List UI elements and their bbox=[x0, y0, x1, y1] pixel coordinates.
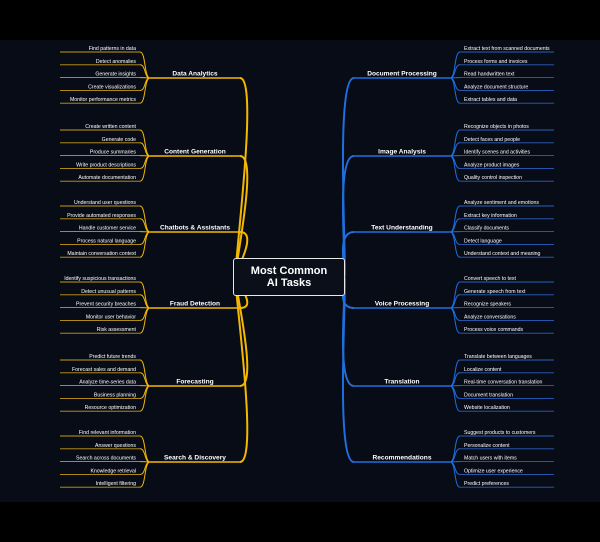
chatbots-and-assistants-leaf-label: Provide automated responses bbox=[67, 213, 136, 219]
translation-leaf-label: Localize content bbox=[464, 367, 502, 373]
translation-branch-label: Translation bbox=[384, 379, 419, 386]
content-generation-leaf-label: Produce summaries bbox=[90, 150, 137, 156]
recommendations-leaf-label: Match users with items bbox=[464, 456, 517, 462]
document-processing-leaf-label: Read handwritten text bbox=[464, 72, 515, 78]
chatbots-and-assistants-leaf-label: Handle customer service bbox=[79, 226, 136, 232]
fraud-detection-leaf-label: Prevent security breaches bbox=[76, 302, 136, 308]
forecasting-leaf-label: Analyze time-series data bbox=[79, 380, 136, 386]
search-and-discovery-branch-line bbox=[234, 276, 249, 463]
recommendations-leaf-connector bbox=[449, 461, 461, 488]
translation-leaf-connector bbox=[449, 385, 461, 412]
document-processing-leaf-label: Analyze document structure bbox=[464, 84, 528, 90]
document-processing-leaf-label: Extract tables and data bbox=[464, 97, 517, 103]
recommendations-leaf-label: Optimize user experience bbox=[464, 468, 523, 474]
search-and-discovery-leaf-connector bbox=[139, 461, 151, 488]
text-understanding-leaf-label: Extract key information bbox=[464, 213, 517, 219]
translation-leaf-label: Website localization bbox=[464, 405, 510, 411]
image-analysis-leaf-label: Analyze product images bbox=[464, 162, 520, 168]
voice-processing-leaf-connector bbox=[449, 307, 461, 334]
voice-processing-leaf-label: Recognize speakers bbox=[464, 302, 511, 308]
text-understanding-leaf-label: Understand context and meaning bbox=[464, 251, 541, 257]
forecasting-leaf-connector bbox=[139, 385, 151, 412]
center-node: Most Common AI Tasks bbox=[233, 258, 345, 296]
document-processing-leaf-connector bbox=[449, 77, 461, 104]
search-and-discovery-leaf-label: Find relevant information bbox=[79, 430, 136, 436]
image-analysis-leaf-label: Detect faces and people bbox=[464, 137, 520, 143]
forecasting-leaf-label: Resource optimization bbox=[85, 405, 136, 411]
document-processing-leaf-label: Process forms and invoices bbox=[464, 59, 528, 65]
text-understanding-leaf-label: Classify documents bbox=[464, 226, 509, 232]
data-analytics-leaf-label: Find patterns in data bbox=[89, 46, 136, 52]
image-analysis-leaf-label: Quality control inspection bbox=[464, 175, 522, 181]
text-understanding-leaf-label: Analyze sentiment and emotions bbox=[464, 200, 539, 206]
data-analytics-leaf-label: Generate insights bbox=[95, 72, 136, 78]
forecasting-branch-label: Forecasting bbox=[176, 379, 213, 386]
fraud-detection-leaf-label: Identify suspicious transactions bbox=[64, 276, 136, 282]
fraud-detection-branch-label: Fraud Detection bbox=[170, 301, 220, 308]
voice-processing-leaf-label: Process voice commands bbox=[464, 327, 524, 333]
image-analysis-branch-label: Image Analysis bbox=[378, 149, 426, 156]
image-analysis-leaf-label: Recognize objects in photos bbox=[464, 124, 529, 130]
data-analytics-branch-label: Data Analytics bbox=[172, 71, 218, 78]
center-title: Most Common AI Tasks bbox=[250, 265, 328, 289]
fraud-detection-leaf-label: Monitor user behavior bbox=[86, 314, 136, 320]
recommendations-leaf-label: Personalize content bbox=[464, 443, 510, 449]
search-and-discovery-leaf-label: Answer questions bbox=[95, 443, 136, 449]
translation-leaf-label: Document translation bbox=[464, 392, 513, 398]
image-analysis-leaf-connector bbox=[449, 155, 461, 182]
search-and-discovery-leaf-label: Intelligent filtering bbox=[96, 481, 136, 487]
forecasting-leaf-label: Predict future trends bbox=[89, 354, 136, 360]
data-analytics-leaf-label: Detect anomalies bbox=[96, 59, 136, 65]
content-generation-leaf-label: Write product descriptions bbox=[76, 162, 136, 168]
document-processing-branch-label: Document Processing bbox=[367, 71, 437, 78]
voice-processing-leaf-label: Generate speech from text bbox=[464, 289, 526, 295]
chatbots-and-assistants-leaf-label: Maintain conversation context bbox=[67, 251, 136, 257]
image-analysis-leaf-label: Identify scenes and activities bbox=[464, 150, 530, 156]
search-and-discovery-branch-label: Search & Discovery bbox=[164, 455, 226, 462]
chatbots-and-assistants-leaf-connector bbox=[139, 231, 151, 258]
translation-leaf-label: Real-time conversation translation bbox=[464, 380, 543, 386]
text-understanding-leaf-connector bbox=[449, 231, 461, 258]
recommendations-leaf-label: Predict preferences bbox=[464, 481, 509, 487]
text-understanding-leaf-label: Detect language bbox=[464, 238, 502, 244]
chatbots-and-assistants-branch-label: Chatbots & Assistants bbox=[160, 225, 230, 232]
document-processing-leaf-label: Extract text from scanned documents bbox=[464, 46, 550, 52]
data-analytics-leaf-label: Monitor performance metrics bbox=[70, 97, 136, 103]
content-generation-branch-label: Content Generation bbox=[164, 149, 226, 156]
content-generation-leaf-connector bbox=[139, 155, 151, 182]
fraud-detection-leaf-label: Risk assessment bbox=[97, 327, 137, 333]
content-generation-leaf-label: Generate code bbox=[102, 137, 136, 143]
search-and-discovery-leaf-label: Search across documents bbox=[76, 456, 136, 462]
data-analytics-leaf-label: Create visualizations bbox=[88, 84, 136, 90]
forecasting-leaf-label: Forecast sales and demand bbox=[72, 367, 136, 373]
chatbots-and-assistants-leaf-label: Process natural language bbox=[77, 238, 136, 244]
recommendations-branch-label: Recommendations bbox=[373, 455, 432, 462]
content-generation-leaf-label: Automate documentation bbox=[78, 175, 136, 181]
search-and-discovery-leaf-label: Knowledge retrieval bbox=[90, 468, 136, 474]
forecasting-leaf-label: Business planning bbox=[94, 392, 136, 398]
fraud-detection-leaf-label: Detect unusual patterns bbox=[81, 289, 136, 295]
translation-leaf-label: Translate between languages bbox=[464, 354, 532, 360]
chatbots-and-assistants-leaf-label: Understand user questions bbox=[74, 200, 136, 206]
voice-processing-leaf-label: Analyze conversations bbox=[464, 314, 516, 320]
voice-processing-branch-label: Voice Processing bbox=[375, 301, 429, 308]
text-understanding-branch-label: Text Understanding bbox=[371, 225, 432, 232]
data-analytics-leaf-connector bbox=[139, 77, 151, 104]
content-generation-leaf-label: Create written content bbox=[85, 124, 136, 130]
recommendations-leaf-label: Suggest products to customers bbox=[464, 430, 536, 436]
voice-processing-leaf-label: Convert speech to text bbox=[464, 276, 516, 282]
fraud-detection-leaf-connector bbox=[139, 307, 151, 334]
